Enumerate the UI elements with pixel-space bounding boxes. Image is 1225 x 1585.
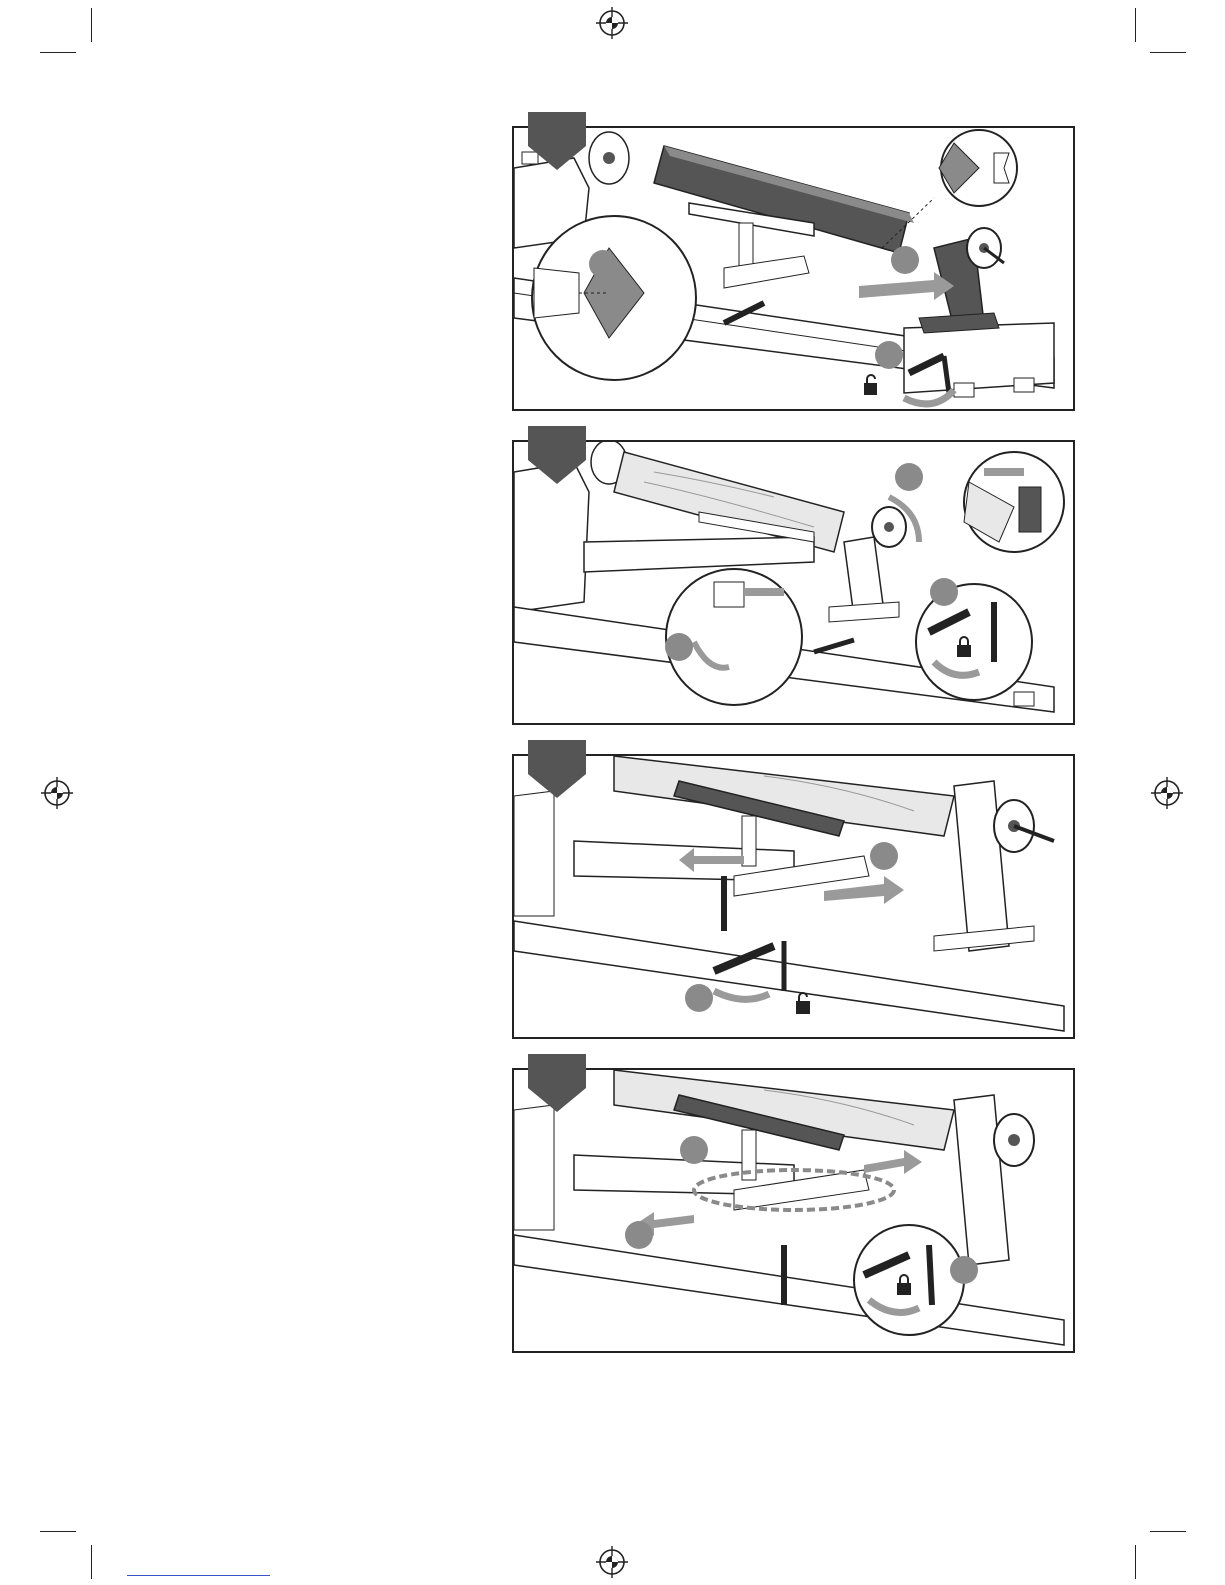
crop-mark-bottom-right-h: [1150, 1531, 1186, 1532]
figure-panel-3: [512, 754, 1075, 1039]
crop-mark-top-left-v: [91, 8, 92, 42]
figure-panel-2: [512, 440, 1075, 725]
registration-mark-icon: [1151, 777, 1183, 809]
crop-mark-bottom-left-v: [91, 1545, 92, 1579]
step-badge: [528, 1054, 586, 1112]
crop-mark-top-right-v: [1135, 8, 1136, 42]
callout-marker: [589, 250, 617, 278]
registration-mark-icon: [41, 777, 73, 809]
lathe-illustration-secure-workpiece: [514, 442, 1075, 725]
crop-mark-bottom-left-h: [40, 1531, 76, 1532]
registration-mark-icon: [596, 1546, 628, 1578]
figure-panel-4: [512, 1068, 1075, 1353]
figure-panel-1: [512, 126, 1075, 411]
lathe-illustration-position-toolrest: [514, 756, 1075, 1039]
registration-mark-icon: [596, 7, 628, 39]
lock-open-icon: [796, 993, 810, 1014]
step-badge: [528, 426, 586, 484]
crop-mark-bottom-right-v: [1135, 1545, 1136, 1579]
lathe-illustration-adjust-toolrest: [514, 1070, 1075, 1353]
lock-open-icon: [864, 375, 877, 395]
crop-mark-top-right-h: [1150, 52, 1186, 53]
callout-marker: [875, 341, 903, 369]
callout-marker: [891, 246, 919, 274]
crop-mark-top-left-h: [40, 52, 76, 53]
step-badge: [528, 740, 586, 798]
step-badge: [528, 112, 586, 170]
lathe-illustration-mount-workpiece: [514, 128, 1075, 411]
footer-link-underline: [127, 1575, 270, 1576]
